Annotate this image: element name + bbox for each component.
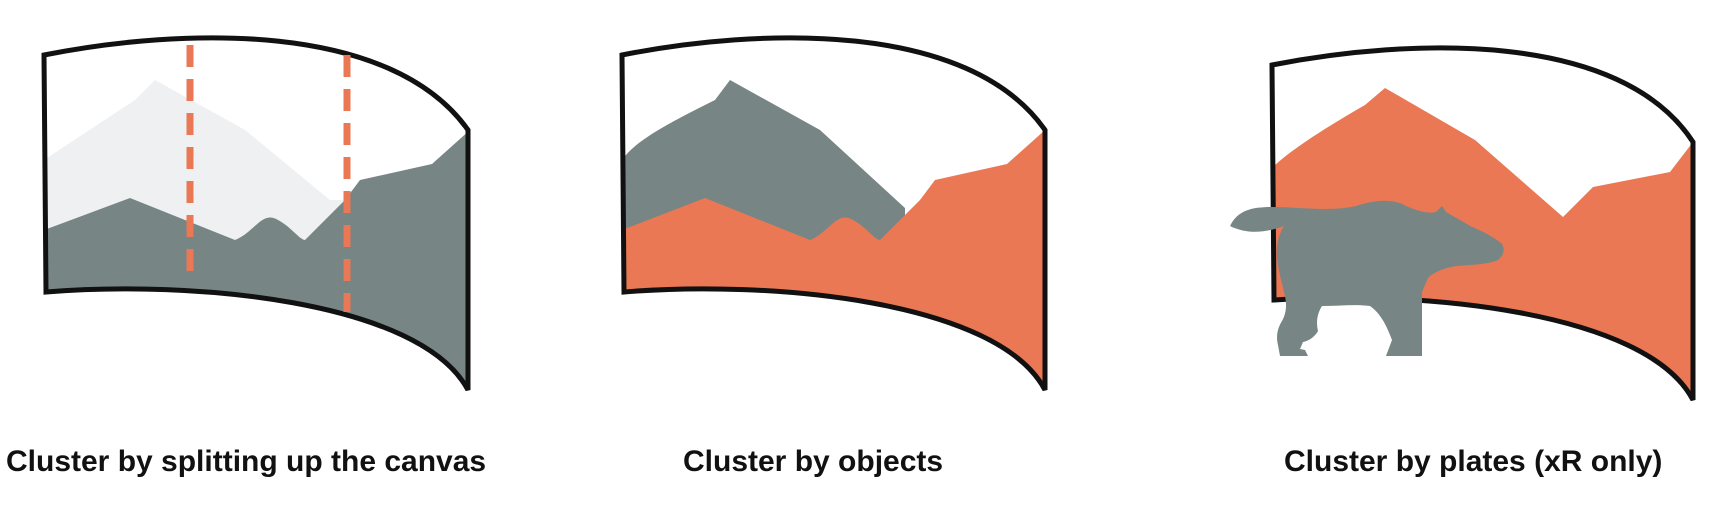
bear-icon [1230, 200, 1504, 356]
plate-cluster-diagram [1230, 45, 1696, 402]
caption-split-canvas: Cluster by splitting up the canvas [6, 445, 487, 478]
canvas-split-diagram [41, 35, 471, 392]
caption-plates: Cluster by plates (xR only) [1284, 445, 1663, 478]
panel-objects: Cluster by objects [575, 0, 1095, 478]
panel-split-canvas: Cluster by splitting up the canvas [0, 0, 520, 478]
canvas-frame [41, 35, 471, 392]
panel-plates: Cluster by plates (xR only) [1160, 0, 1727, 478]
caption-objects: Cluster by objects [683, 445, 944, 478]
canvas-frame [619, 35, 1048, 392]
object-cluster-diagram [619, 35, 1048, 392]
